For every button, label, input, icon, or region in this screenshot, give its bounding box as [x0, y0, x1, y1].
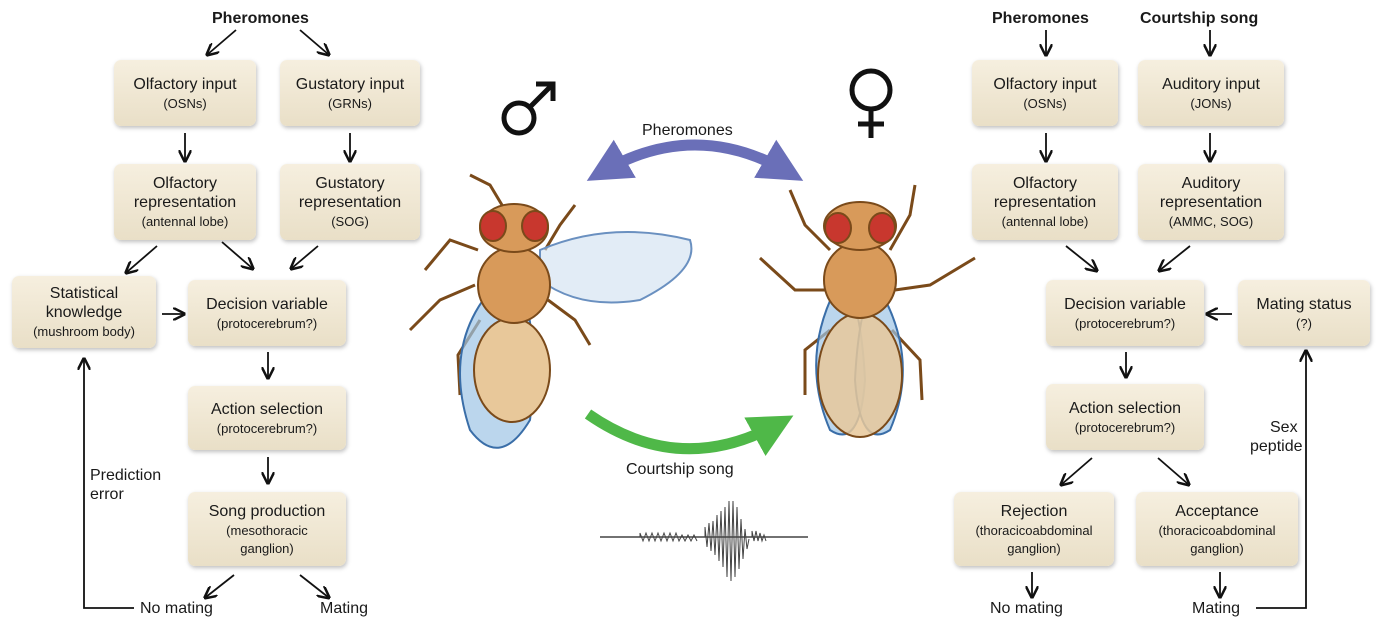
male-mating-label: Mating [320, 599, 368, 618]
box-subtitle: (mesothoracic [226, 522, 308, 539]
box-title: representation [994, 193, 1096, 212]
sex-peptide-label: Sex [1270, 418, 1298, 437]
sex-peptide-label: peptide [1250, 437, 1303, 456]
arrow-male-olf-stat [127, 246, 157, 272]
box-title: representation [1160, 193, 1262, 212]
arrow-male-song-mating [300, 575, 328, 597]
female-acceptance-box: Acceptance (thoracicoabdominal ganglion) [1136, 492, 1298, 566]
center-pheromones-label: Pheromones [642, 121, 733, 140]
arrow-female-action-acc [1158, 458, 1188, 484]
female-no-mating-label: No mating [990, 599, 1063, 618]
male-symbol-icon [504, 84, 553, 133]
female-auditory-input-box: Auditory input (JONs) [1138, 60, 1284, 126]
box-title: representation [134, 193, 236, 212]
male-gustatory-input-box: Gustatory input (GRNs) [280, 60, 420, 126]
male-no-mating-label: No mating [140, 599, 213, 618]
box-title: Statistical [50, 284, 118, 303]
pheromone-exchange-arrow [602, 145, 788, 172]
female-fly-illustration [760, 185, 975, 437]
box-subtitle: (thoracicoabdominal [975, 522, 1092, 539]
male-olfactory-representation-box: Olfactory representation (antennal lobe) [114, 164, 256, 240]
female-auditory-representation-box: Auditory representation (AMMC, SOG) [1138, 164, 1284, 240]
box-subtitle: (OSNs) [1023, 95, 1066, 112]
male-statistical-knowledge-box: Statistical knowledge (mushroom body) [12, 276, 156, 348]
box-subtitle: (OSNs) [163, 95, 206, 112]
female-action-selection-box: Action selection (protocerebrum?) [1046, 384, 1204, 450]
box-subtitle: ganglion) [1007, 540, 1061, 557]
female-rejection-box: Rejection (thoracicoabdominal ganglion) [954, 492, 1114, 566]
box-subtitle: (protocerebrum?) [1075, 419, 1175, 436]
arrow-female-olf-dec [1066, 246, 1096, 270]
female-decision-variable-box: Decision variable (protocerebrum?) [1046, 280, 1204, 346]
center-courtship-song-label: Courtship song [626, 460, 734, 479]
female-pheromones-label: Pheromones [992, 9, 1089, 28]
box-subtitle: (mushroom body) [33, 323, 135, 340]
arrow-female-sex-peptide [1256, 352, 1306, 608]
arrow-male-song-nomating [206, 575, 234, 597]
male-pheromones-label: Pheromones [212, 9, 309, 28]
box-subtitle: (AMMC, SOG) [1169, 213, 1254, 230]
prediction-error-label: Prediction [90, 466, 161, 485]
box-title: Rejection [1001, 502, 1068, 521]
arrow-female-aud-dec [1160, 246, 1190, 270]
box-title: Auditory input [1162, 75, 1260, 94]
box-subtitle: ganglion) [1190, 540, 1244, 557]
box-title: Olfactory [1013, 174, 1077, 193]
box-title: representation [299, 193, 401, 212]
box-subtitle: (SOG) [331, 213, 369, 230]
box-title: Auditory [1182, 174, 1241, 193]
box-title: Decision variable [206, 295, 328, 314]
female-symbol-icon [852, 71, 890, 138]
arrow-female-action-rej [1062, 458, 1092, 484]
box-title: Gustatory [315, 174, 384, 193]
box-title: Olfactory input [133, 75, 236, 94]
box-subtitle: (thoracicoabdominal [1158, 522, 1275, 539]
box-title: Action selection [1069, 399, 1181, 418]
box-title: Acceptance [1175, 502, 1259, 521]
box-subtitle: (protocerebrum?) [217, 315, 317, 332]
box-subtitle: (protocerebrum?) [1075, 315, 1175, 332]
box-subtitle: (?) [1296, 315, 1312, 332]
male-fly-illustration [410, 175, 691, 448]
box-subtitle: ganglion) [240, 540, 294, 557]
female-olfactory-representation-box: Olfactory representation (antennal lobe) [972, 164, 1118, 240]
box-subtitle: (GRNs) [328, 95, 372, 112]
male-olfactory-input-box: Olfactory input (OSNs) [114, 60, 256, 126]
arrow-male-gust-dec [292, 246, 318, 268]
box-title: Olfactory input [993, 75, 1096, 94]
box-title: Olfactory [153, 174, 217, 193]
female-courtship-song-label: Courtship song [1140, 9, 1258, 28]
arrow-male-pher-olf [208, 30, 236, 54]
box-title: Gustatory input [296, 75, 405, 94]
box-subtitle: (antennal lobe) [1002, 213, 1089, 230]
female-mating-status-box: Mating status (?) [1238, 280, 1370, 346]
male-song-production-box: Song production (mesothoracic ganglion) [188, 492, 346, 566]
female-mating-label: Mating [1192, 599, 1240, 618]
male-decision-variable-box: Decision variable (protocerebrum?) [188, 280, 346, 346]
arrow-male-olf-dec [222, 242, 252, 268]
prediction-error-label: error [90, 485, 124, 504]
box-subtitle: (antennal lobe) [142, 213, 229, 230]
arrow-male-pher-gust [300, 30, 328, 54]
male-gustatory-representation-box: Gustatory representation (SOG) [280, 164, 420, 240]
box-title: Decision variable [1064, 295, 1186, 314]
female-olfactory-input-box: Olfactory input (OSNs) [972, 60, 1118, 126]
box-title: knowledge [46, 303, 123, 322]
male-action-selection-box: Action selection (protocerebrum?) [188, 386, 346, 450]
box-title: Action selection [211, 400, 323, 419]
song-waveform-icon [600, 501, 808, 581]
box-subtitle: (JONs) [1190, 95, 1231, 112]
courtship-song-arrow [588, 414, 778, 449]
box-title: Song production [209, 502, 326, 521]
box-subtitle: (protocerebrum?) [217, 420, 317, 437]
box-title: Mating status [1256, 295, 1351, 314]
